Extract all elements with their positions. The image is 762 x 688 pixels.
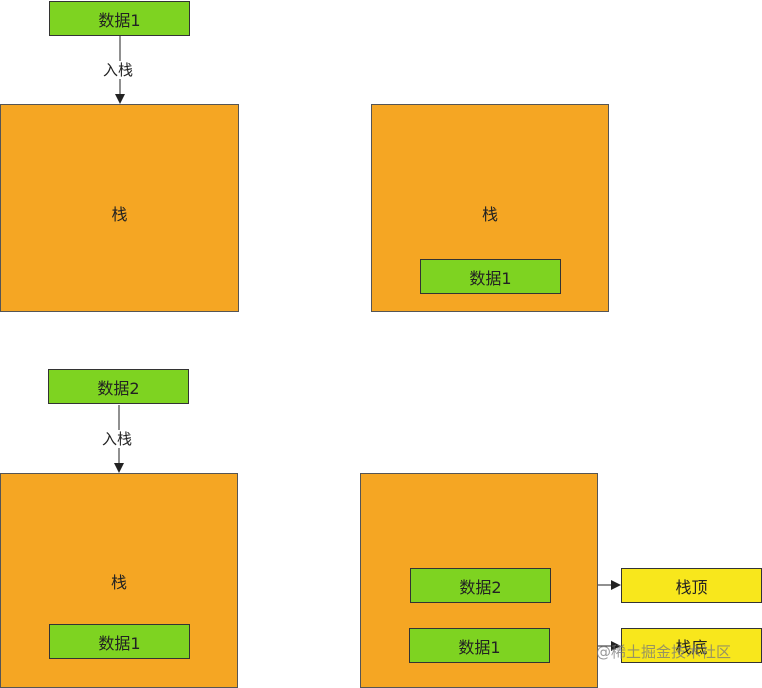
watermark: @稀土掘金技术社区 bbox=[596, 643, 732, 661]
stack-item-label: 数据2 bbox=[459, 577, 502, 597]
data-node-1: 数据1 bbox=[49, 1, 190, 36]
stack-box-empty: 栈 bbox=[0, 104, 239, 312]
stack-item-label: 数据1 bbox=[458, 637, 501, 657]
stack-top-tag-label: 栈顶 bbox=[675, 577, 708, 597]
stack-item-label: 数据1 bbox=[98, 633, 141, 653]
stack-bottom-tag: 栈底 bbox=[621, 628, 762, 663]
stack-label: 栈 bbox=[481, 205, 498, 224]
push-label-bottom: 入栈 bbox=[100, 430, 135, 448]
stack-label: 栈 bbox=[111, 205, 128, 224]
data-node-1-label: 数据1 bbox=[98, 10, 141, 30]
stack-item-label: 数据1 bbox=[469, 268, 512, 288]
push-label-top: 入栈 bbox=[101, 61, 136, 79]
stack-item-data2: 数据2 bbox=[410, 568, 551, 603]
stack-item-data1: 数据1 bbox=[420, 259, 561, 294]
data-node-2: 数据2 bbox=[48, 369, 189, 404]
stack-item-data1: 数据1 bbox=[409, 628, 550, 663]
data-node-2-label: 数据2 bbox=[97, 378, 140, 398]
stack-label: 栈 bbox=[110, 573, 127, 592]
stack-bottom-tag-label: 栈底 bbox=[675, 637, 708, 657]
stack-top-tag: 栈顶 bbox=[621, 568, 762, 603]
stack-item-data1: 数据1 bbox=[49, 624, 190, 659]
